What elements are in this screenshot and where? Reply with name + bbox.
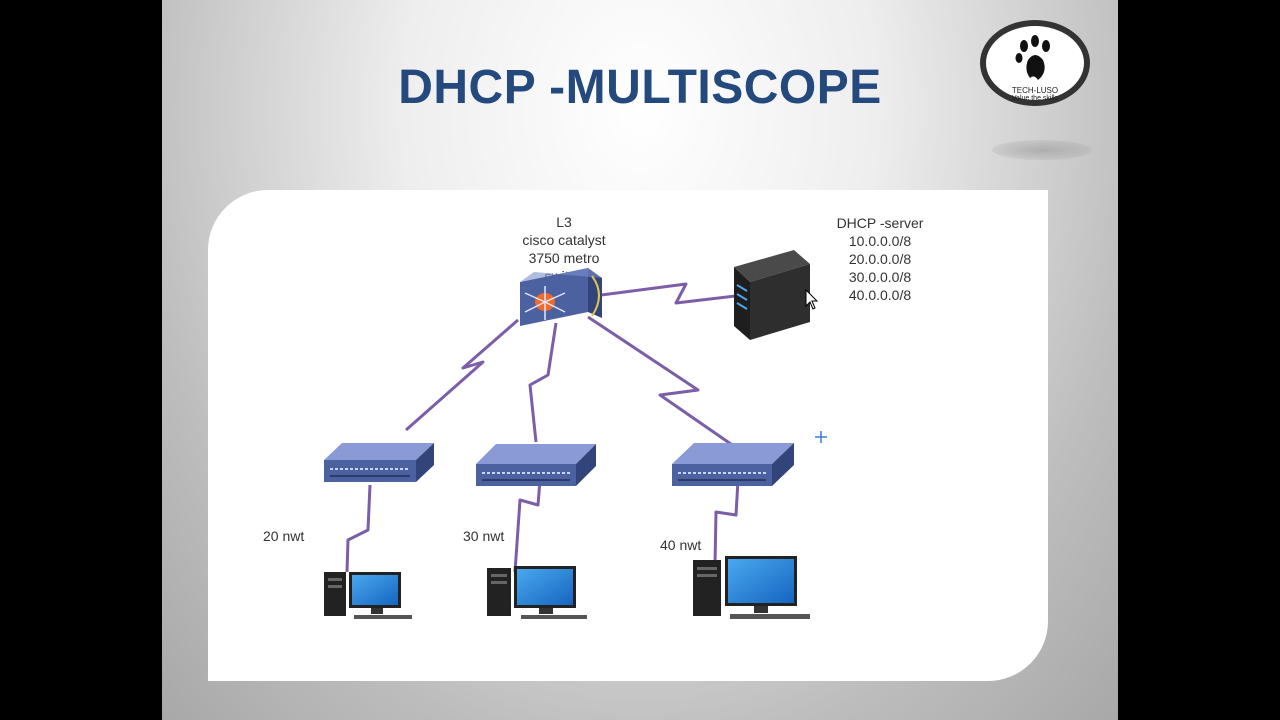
pc-2-icon — [487, 566, 587, 619]
link-switch-2-to-pc-2 — [513, 479, 542, 573]
logo-tagline: Value the skills — [1011, 95, 1059, 102]
network-label-2: 30 nwt — [463, 528, 504, 544]
link-core-to-switch-2 — [528, 322, 558, 443]
core-switch-label-line-1: L3 — [556, 214, 572, 230]
link-core-to-switch-3 — [587, 315, 755, 462]
link-switch-1-to-pc-1 — [345, 484, 372, 573]
dhcp-scope-4: 40.0.0.0/8 — [849, 287, 911, 303]
pc-3-icon — [693, 556, 810, 619]
dhcp-server-icon — [734, 250, 810, 340]
network-label-3: 40 nwt — [660, 537, 701, 553]
link-core-to-server — [585, 282, 779, 305]
paw-icon — [1015, 35, 1050, 80]
access-switch-3-icon — [672, 443, 794, 486]
logo-shadow — [992, 140, 1092, 160]
diagram-card: L3 cisco catalyst 3750 metro switch — [208, 190, 1048, 681]
link-switch-3-to-pc-3 — [713, 479, 740, 566]
pc-1-icon — [324, 572, 412, 619]
core-switch-label-line-2: cisco catalyst — [522, 232, 605, 248]
dhcp-scope-2: 20.0.0.0/8 — [849, 251, 911, 267]
access-switch-2-icon — [476, 444, 596, 486]
slide-title: DHCP -MULTISCOPE — [398, 61, 882, 114]
logo: TECH-LUSO Value the skills — [980, 20, 1090, 106]
access-switch-1-icon — [324, 443, 434, 482]
core-switch-label-line-3: 3750 metro — [529, 250, 600, 266]
core-switch-icon — [520, 268, 602, 326]
network-diagram: L3 cisco catalyst 3750 metro switch — [263, 214, 924, 619]
network-label-1: 20 nwt — [263, 528, 304, 544]
dhcp-server-label: DHCP -server — [837, 215, 924, 231]
dhcp-scope-3: 30.0.0.0/8 — [849, 269, 911, 285]
crosshair-icon — [815, 431, 827, 443]
link-core-to-switch-1 — [405, 318, 519, 432]
logo-name: TECH-LUSO — [1011, 86, 1059, 95]
cursor-icon — [805, 288, 819, 310]
dhcp-scope-1: 10.0.0.0/8 — [849, 233, 911, 249]
